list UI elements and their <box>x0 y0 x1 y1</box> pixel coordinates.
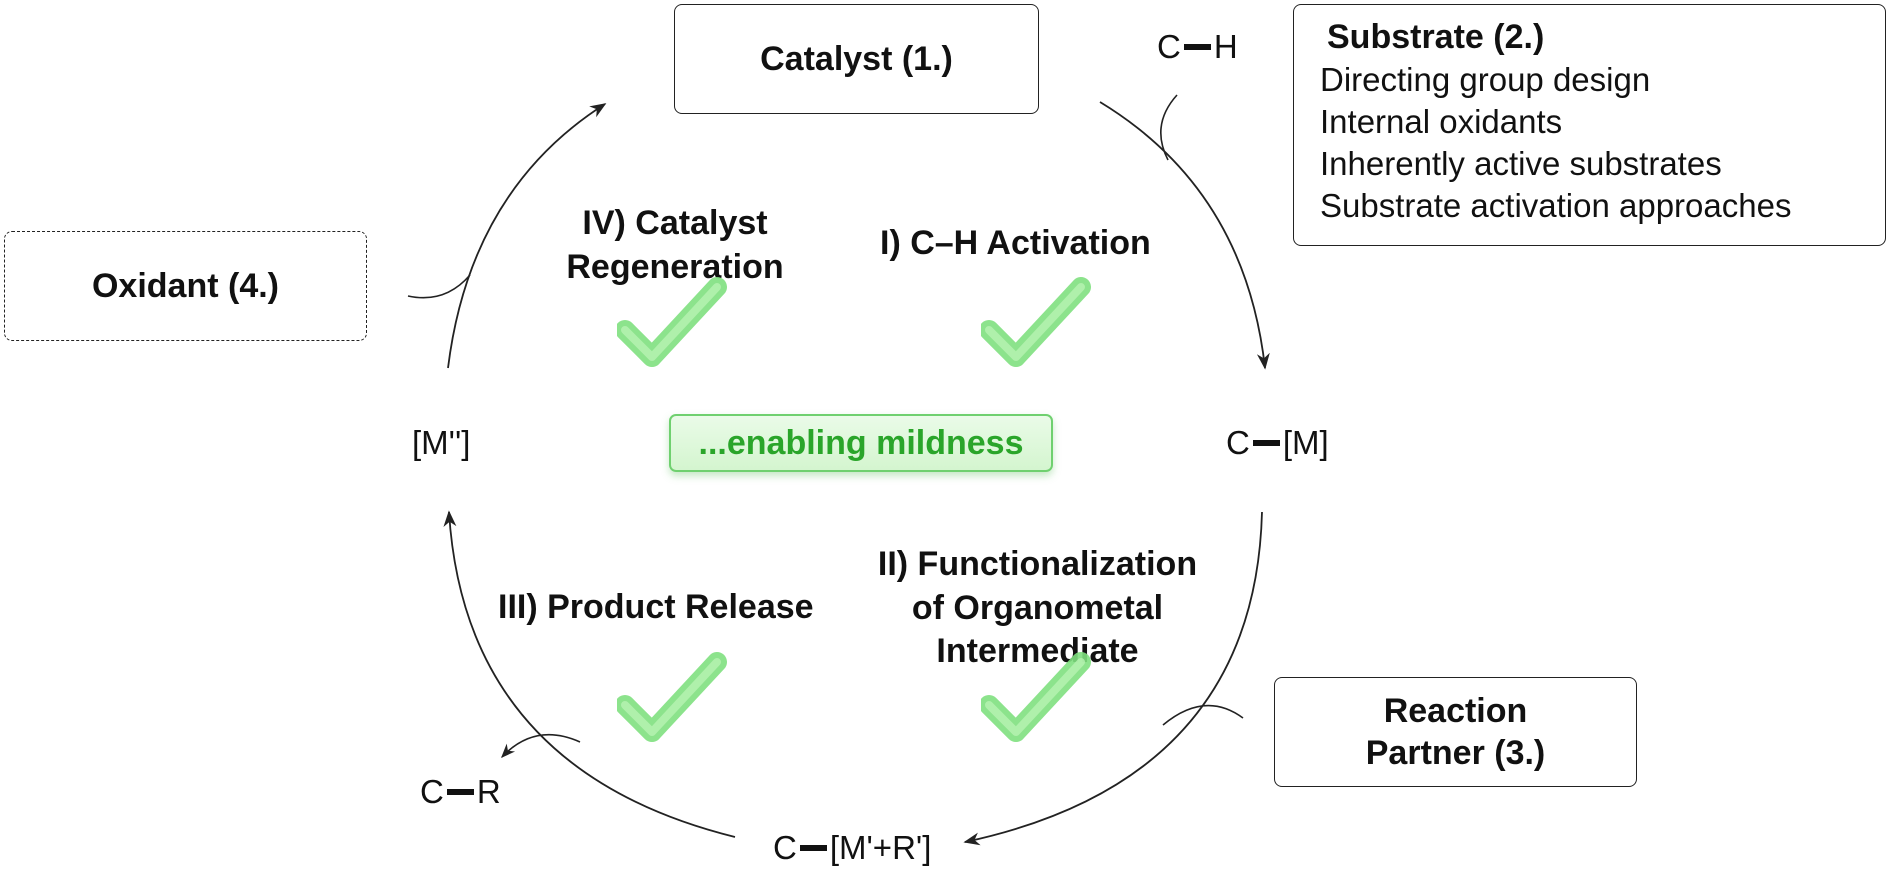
substrate-item: Inherently active substrates <box>1320 145 1722 182</box>
step-ii-label: II) Functionalization of Organometal Int… <box>877 545 1198 671</box>
checkmark-icon <box>981 652 1091 742</box>
arrow-ch-input <box>1160 94 1178 161</box>
reaction-partner-label-line1: Reaction <box>1383 692 1528 730</box>
substrate-approach-list: Directing group design Internal oxidants… <box>1320 59 1885 227</box>
enabling-mildness-label: ...enabling mildness <box>698 423 1024 462</box>
reaction-partner-label-line2: Partner (3.) <box>1365 734 1546 772</box>
checkmark-icon <box>617 277 727 367</box>
arrow-product-release <box>501 734 581 759</box>
bond-icon <box>446 789 474 796</box>
step-iii-label: III) Product Release <box>498 588 814 626</box>
catalyst-label: Catalyst (1.) <box>760 39 953 78</box>
arrow-cm-to-cmr <box>963 511 1263 846</box>
reaction-partner-box: Reaction Partner (3.) <box>1274 677 1637 787</box>
substrate-item: Internal oxidants <box>1320 103 1563 140</box>
step-iv-label: IV) Catalyst Regeneration <box>566 204 784 286</box>
checkmark-icon <box>981 277 1091 367</box>
species-m-double-prime: [M''] <box>412 424 471 461</box>
oxidant-label: Oxidant (4.) <box>91 266 280 305</box>
arrow-partner-input <box>1162 704 1244 726</box>
arrow-oxidant-input <box>407 274 471 299</box>
arrow-m2-to-catalyst <box>447 103 607 369</box>
arrow-cmr-to-m2 <box>443 510 736 838</box>
substrate-box: Substrate (2.) Directing group design In… <box>1293 4 1886 246</box>
species-c-m-prime-r-prime: C[M'+R'] <box>773 829 932 866</box>
bond-icon <box>1252 440 1280 447</box>
species-c-m: C[M] <box>1226 424 1329 461</box>
catalyst-box: Catalyst (1.) <box>674 4 1039 114</box>
arrow-catalyst-to-cm <box>1099 101 1270 370</box>
bond-icon <box>1183 44 1211 51</box>
checkmark-icon <box>617 652 727 742</box>
substrate-item: Directing group design <box>1320 61 1651 98</box>
bond-icon <box>799 845 827 852</box>
substrate-item: Substrate activation approaches <box>1320 187 1792 224</box>
enabling-mildness-badge: ...enabling mildness <box>669 414 1053 472</box>
substrate-title: Substrate (2.) <box>1327 18 1545 56</box>
step-i-label: I) C–H Activation <box>880 224 1151 262</box>
oxidant-box: Oxidant (4.) <box>4 231 367 341</box>
